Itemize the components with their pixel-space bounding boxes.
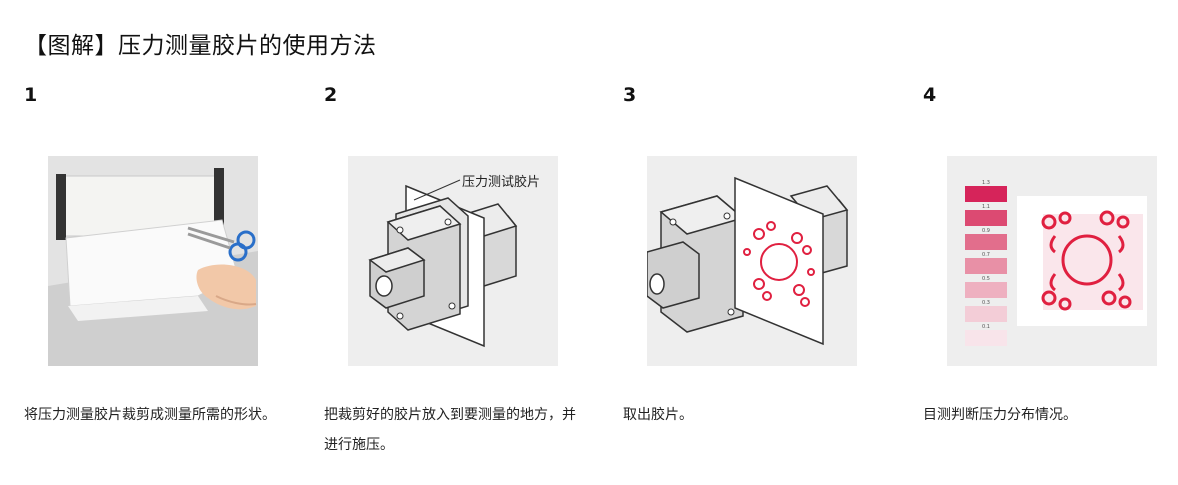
step-description: 取出胶片。 (623, 407, 693, 423)
scale-label: 1.3 (982, 180, 990, 186)
page-title: 【图解】压力测量胶片的使用方法 (24, 33, 377, 59)
step-number: 1 (24, 84, 38, 106)
step-3-diagram (647, 156, 857, 366)
scale-label: 0.7 (982, 252, 990, 258)
step-number: 4 (923, 84, 937, 106)
step-number: 2 (324, 84, 338, 106)
pressure-pattern-icon (1041, 210, 1143, 311)
step-description: 目测判断压力分布情况。 (923, 407, 1077, 423)
scale-label: 0.5 (982, 276, 990, 282)
scale-label: 1.1 (982, 204, 990, 210)
step-3: 3 取出胶片。 (623, 0, 883, 485)
scale-label: 0.3 (982, 300, 990, 306)
color-scale-icon: 1.3 1.1 0.9 0.7 0.5 0.3 0.1 (965, 180, 1147, 346)
film-roll-icon (48, 156, 258, 366)
step-4-diagram: 1.3 1.1 0.9 0.7 0.5 0.3 0.1 (947, 156, 1157, 366)
flange-block-icon (647, 176, 849, 346)
color-scale: 1.3 1.1 0.9 0.7 0.5 0.3 0.1 (965, 180, 1007, 346)
step-2: 2 压力测试胶片 把裁剪好的胶片放入到要测量的地方，并进行施压。 (324, 0, 584, 485)
scissors-icon (187, 226, 256, 262)
scale-label: 0.9 (982, 228, 990, 234)
step-4: 4 1.3 1.1 0.9 0.7 0.5 0.3 0.1 (923, 0, 1178, 485)
step-2-diagram: 压力测试胶片 (348, 156, 558, 366)
flange-block-icon: 压力测试胶片 (368, 174, 540, 348)
scale-label: 0.1 (982, 324, 990, 330)
pressure-pattern-icon (743, 221, 815, 307)
film-callout-label: 压力测试胶片 (462, 174, 540, 190)
step-description: 将压力测量胶片裁剪成测量所需的形状。 (24, 407, 276, 423)
step-1-photo (48, 156, 258, 366)
step-1: 1 将压力测量胶片裁剪成测量所需的形状。 (24, 0, 284, 485)
step-description: 把裁剪好的胶片放入到要测量的地方，并进行施压。 (324, 407, 576, 453)
step-number: 3 (623, 84, 637, 106)
